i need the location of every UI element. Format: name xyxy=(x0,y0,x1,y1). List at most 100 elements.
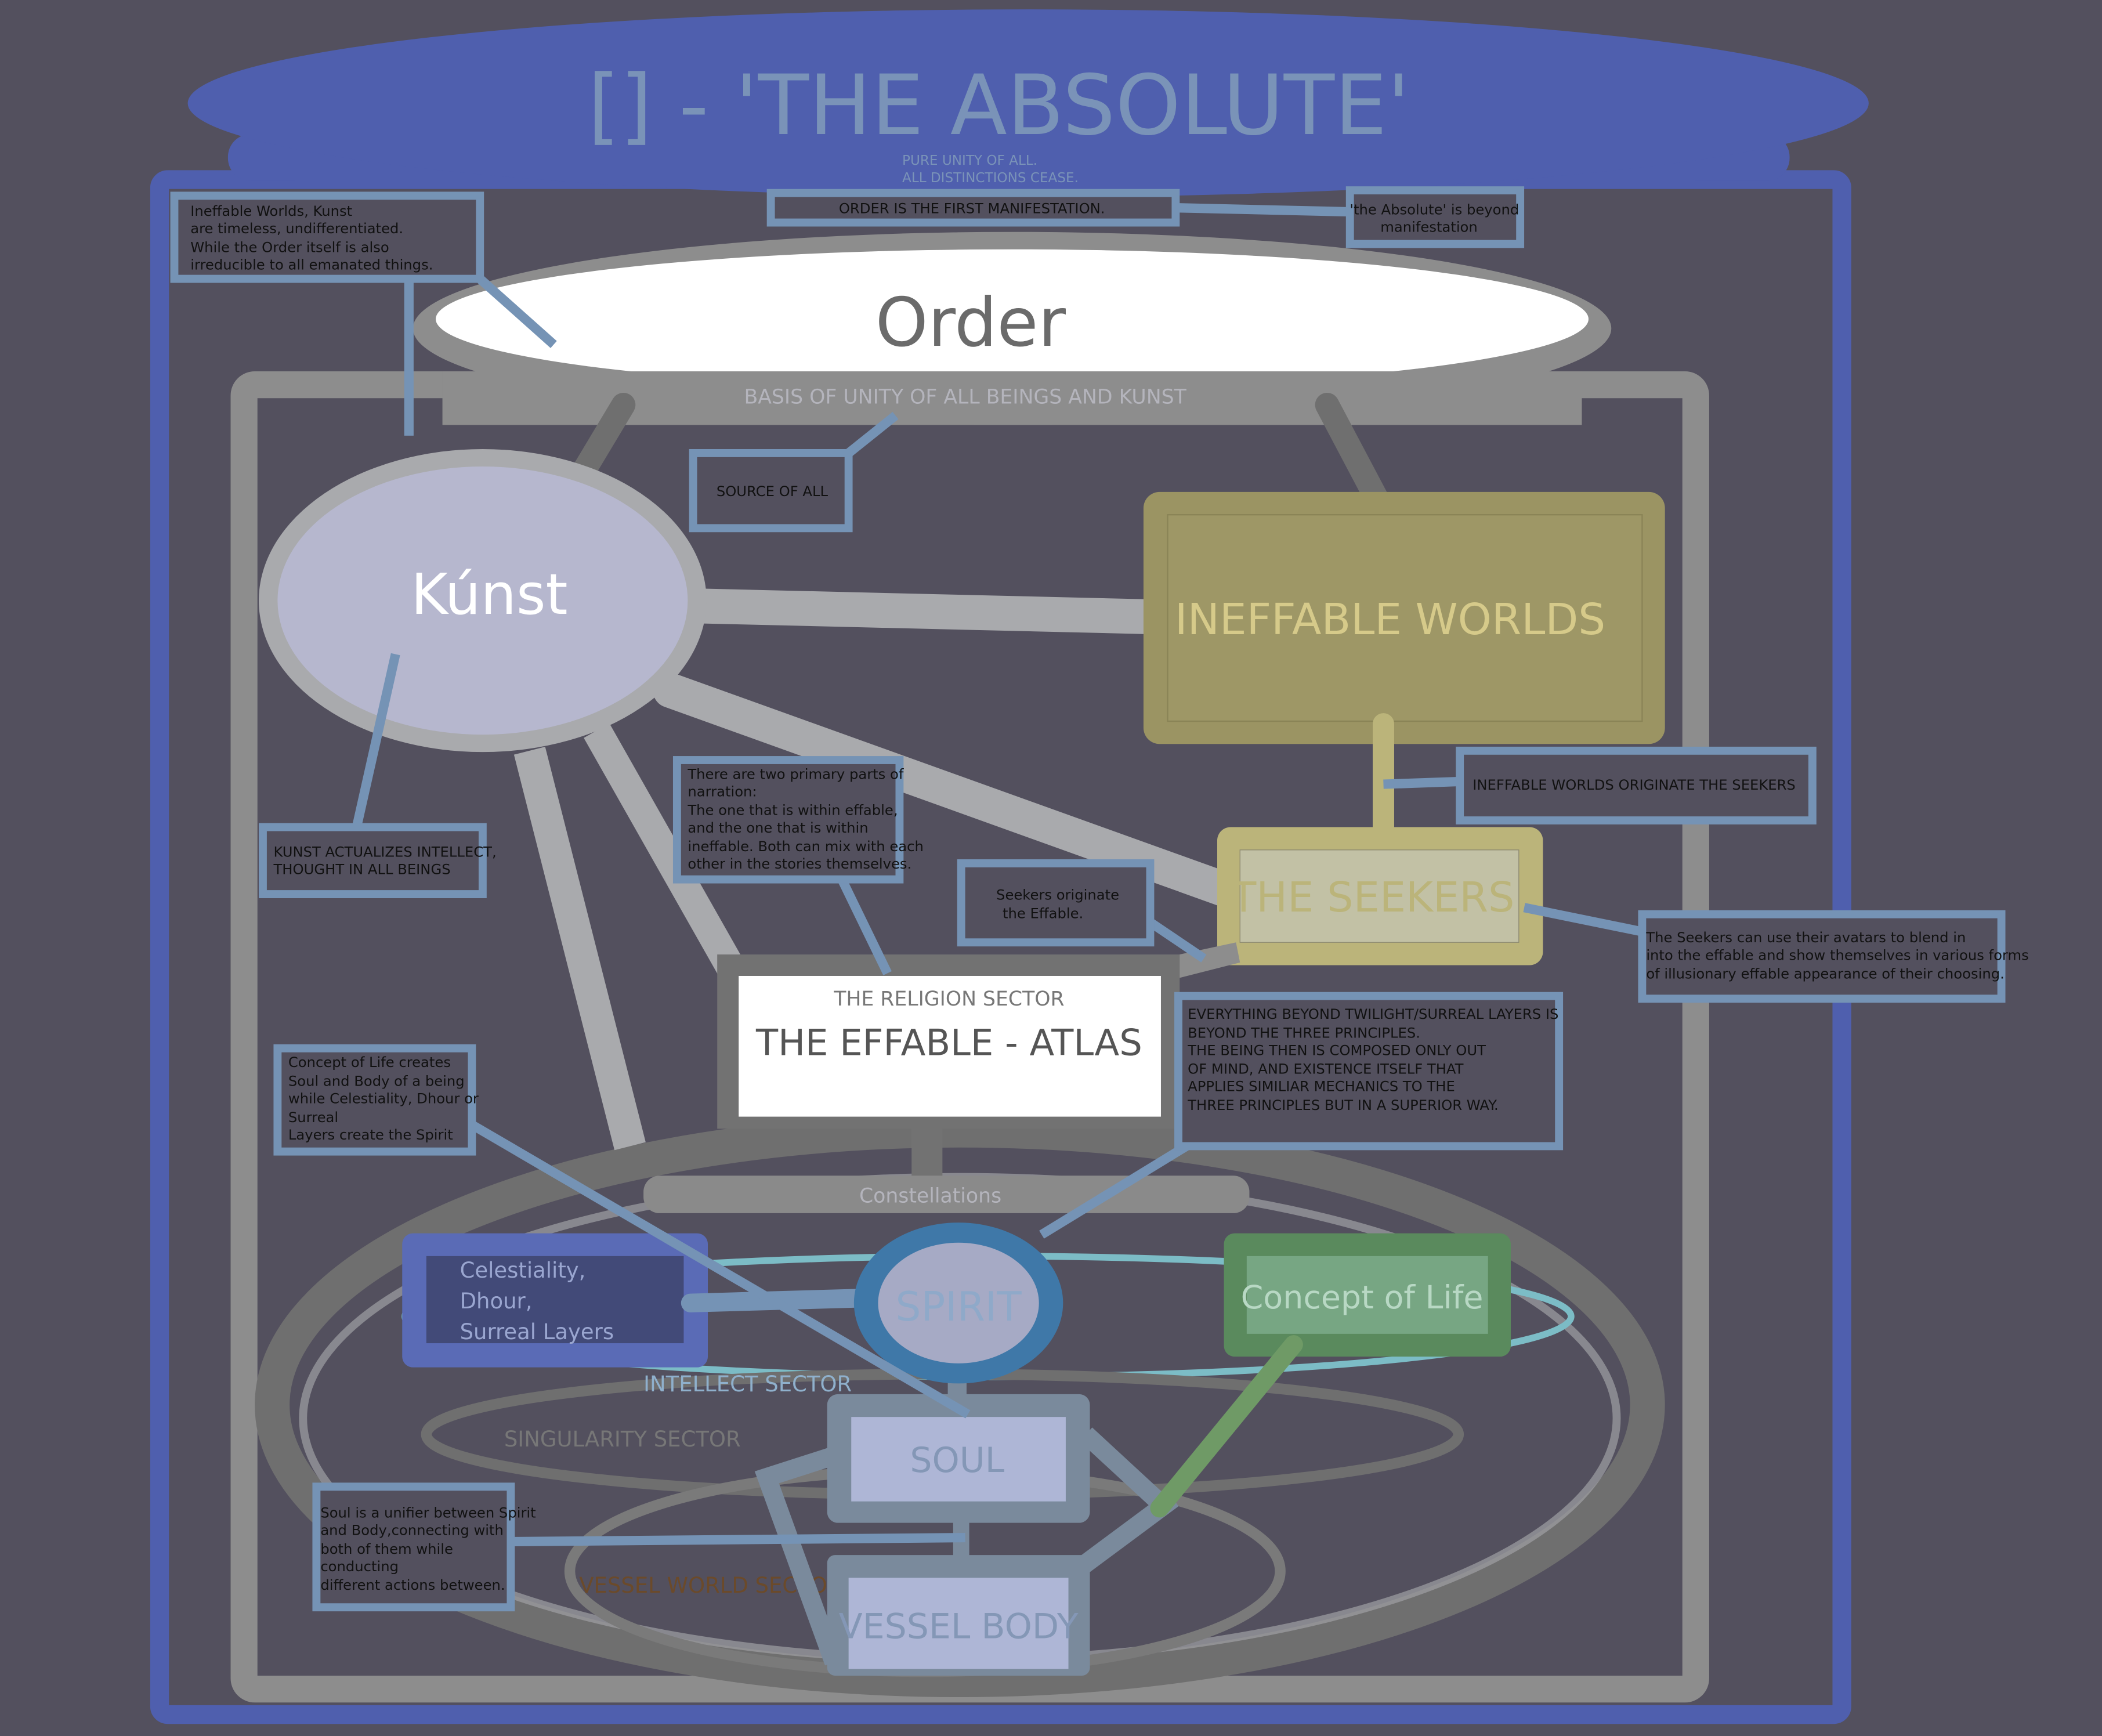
callout-timeless: Ineffable Worlds, Kunst are timeless, un… xyxy=(170,191,484,283)
celestiality-node: Celestiality, Dhour, Surreal Layers xyxy=(402,1233,708,1368)
source-connector xyxy=(845,411,899,457)
soul-node: SOUL xyxy=(827,1394,1090,1523)
callout-box xyxy=(672,756,904,884)
intellect-sector-label: INTELLECT SECTOR xyxy=(643,1372,852,1397)
callout-box xyxy=(689,449,853,533)
vessel-body-label: VESSEL BODY xyxy=(839,1606,1079,1647)
concept-inner xyxy=(1246,1256,1488,1334)
callout-box xyxy=(1174,992,1564,1151)
soul-label: SOUL xyxy=(910,1440,1004,1481)
ineffable-worlds-node: INEFFABLE WORLDS xyxy=(1143,491,1665,744)
celestiality-line: Surreal Layers xyxy=(460,1319,614,1344)
callout-box xyxy=(1638,910,2006,1003)
callout-ineffable-originate: INEFFABLE WORLDS ORIGINATE THE SEEKERS xyxy=(1456,746,1817,824)
seekers-inner xyxy=(1239,849,1519,943)
callout-source-of-all: SOURCE OF ALL xyxy=(689,449,853,533)
order-label: Order xyxy=(875,284,1066,362)
vessel-body-node: VESSEL BODY xyxy=(827,1555,1090,1676)
callout-absolute-beyond: 'the Absolute' is beyond manifestation xyxy=(1345,186,1525,248)
ineffable-label: INEFFABLE WORLDS xyxy=(1175,595,1605,645)
singularity-sector-label: SINGULARITY SECTOR xyxy=(504,1427,741,1452)
concept-label: Concept of Life xyxy=(1241,1279,1484,1317)
callout-line: of illusionary effable appearance of the… xyxy=(1646,965,2004,982)
order-absolute-connector xyxy=(1175,203,1350,217)
religion-sector-label: THE RELIGION SECTOR xyxy=(833,988,1064,1011)
ineffable-inner xyxy=(1167,514,1643,722)
order-kunst-connector xyxy=(567,392,636,491)
callout-kunst-actualizes: KUNST ACTUALIZES INTELLECT, THOUGHT IN A… xyxy=(259,823,497,898)
seekers-label: THE SEEKERS xyxy=(1231,873,1515,921)
callout-line: and Body,connecting with xyxy=(320,1521,504,1538)
kunst-label: Kúnst xyxy=(411,562,567,627)
callout-line: Surreal xyxy=(288,1109,338,1126)
concept-creates-connector xyxy=(469,1120,971,1419)
callout-line: EVERYTHING BEYOND TWILIGHT/SURREAL LAYER… xyxy=(1188,1006,1558,1022)
kunst-node: Kúnst xyxy=(259,449,707,753)
celestiality-line: Dhour, xyxy=(460,1289,533,1314)
callout-line: the Effable. xyxy=(1003,905,1083,922)
spirit-ellipse xyxy=(878,1242,1039,1364)
concept-soul-link xyxy=(1150,1335,1303,1518)
kunst-ineffable-bar xyxy=(679,588,1164,634)
beyond-twilight-connector xyxy=(1039,1142,1189,1239)
callout-line: THREE PRINCIPLES BUT IN A SUPERIOR WAY. xyxy=(1187,1097,1499,1113)
spirit-label: SPIRIT xyxy=(896,1284,1022,1330)
soul-inner xyxy=(851,1417,1066,1502)
callout-line: APPLIES SIMILIAR MECHANICS TO THE xyxy=(1188,1078,1455,1095)
religion-constellation-connector xyxy=(911,1126,943,1177)
order-basis-label: BASIS OF UNITY OF ALL BEINGS AND KUNST xyxy=(744,385,1186,408)
callout-line: OF MIND, AND EXISTENCE ITSELF THAT xyxy=(1188,1061,1463,1077)
order-node: Order BASIS OF UNITY OF ALL BEINGS AND K… xyxy=(413,232,1612,425)
callout-line: Ineffable Worlds, Kunst xyxy=(190,202,352,219)
callout-line: While the Order itself is also xyxy=(190,238,389,255)
callout-line: Layers create the Spirit xyxy=(288,1126,453,1143)
callout-line: 'the Absolute' is beyond xyxy=(1350,201,1519,218)
callout-line: Soul is a unifier between Spirit xyxy=(320,1504,536,1521)
absolute-header: [] - 'THE ABSOLUTE' PURE UNITY OF ALL. A… xyxy=(150,9,1869,1724)
callout-line: both of them while xyxy=(320,1540,453,1557)
callout-line: manifestation xyxy=(1380,219,1478,236)
callout-box xyxy=(259,823,487,898)
constellations-label: Constellations xyxy=(859,1184,1001,1207)
callout-order-first: ORDER IS THE FIRST MANIFESTATION. xyxy=(766,189,1180,227)
callout-box xyxy=(1345,186,1525,248)
callout-line: Soul and Body of a being xyxy=(288,1072,465,1089)
narration-connector xyxy=(837,877,892,975)
callout-line: while Celestiality, Dhour or xyxy=(288,1090,479,1106)
callout-box xyxy=(170,191,484,283)
callout-box xyxy=(957,859,1155,947)
callout-line: ORDER IS THE FIRST MANIFESTATION. xyxy=(839,200,1105,216)
callout-line: The Seekers can use their avatars to ble… xyxy=(1645,929,1966,946)
callout-seekers-originate: Seekers originate the Effable. xyxy=(957,859,1155,947)
callout-box xyxy=(766,189,1180,227)
religion-sector-node: THE RELIGION SECTOR THE EFFABLE - ATLAS xyxy=(717,954,1180,1129)
soul-unifier-connector xyxy=(511,1532,965,1547)
absolute-ellipse xyxy=(187,9,1869,197)
vessel-inner xyxy=(848,1578,1069,1669)
celestiality-line: Celestiality, xyxy=(460,1258,586,1283)
callout-soul-unifier: Soul is a unifier between Spirit and Bod… xyxy=(312,1482,536,1612)
callout-line: are timeless, undifferentiated. xyxy=(190,220,403,237)
callout-line: into the effable and show themselves in … xyxy=(1646,946,2028,963)
callout-line: Concept of Life creates xyxy=(288,1054,451,1070)
callout-seekers-avatars: The Seekers can use their avatars to ble… xyxy=(1638,910,2029,1003)
kunst-religion-bar xyxy=(584,723,747,979)
callout-line: The one that is within effable, xyxy=(687,802,898,819)
seekers-avatars-connector xyxy=(1523,903,1644,936)
callout-line: THOUGHT IN ALL BEINGS xyxy=(273,860,450,877)
absolute-subtitle-line: PURE UNITY OF ALL. xyxy=(902,153,1037,168)
kunst-constellation-bar xyxy=(513,747,646,1151)
order-ellipse xyxy=(436,249,1589,389)
callout-line: Seekers originate xyxy=(996,886,1119,903)
callout-box xyxy=(273,1044,476,1156)
kunst-seekers-bar xyxy=(653,672,1240,906)
soul-vessel-left-link xyxy=(754,1445,843,1666)
order-ineffable-connector xyxy=(1315,392,1389,511)
callout-line: There are two primary parts of xyxy=(687,765,904,782)
callout-line: other in the stories themselves. xyxy=(688,855,911,872)
callout-line: narration: xyxy=(688,783,757,800)
kunst-actualizes-connector xyxy=(352,653,400,829)
celestiality-inner xyxy=(426,1256,684,1344)
callout-line: BEYOND THE THREE PRINCIPLES. xyxy=(1188,1024,1420,1041)
absolute-title: [] - 'THE ABSOLUTE' xyxy=(588,57,1410,154)
